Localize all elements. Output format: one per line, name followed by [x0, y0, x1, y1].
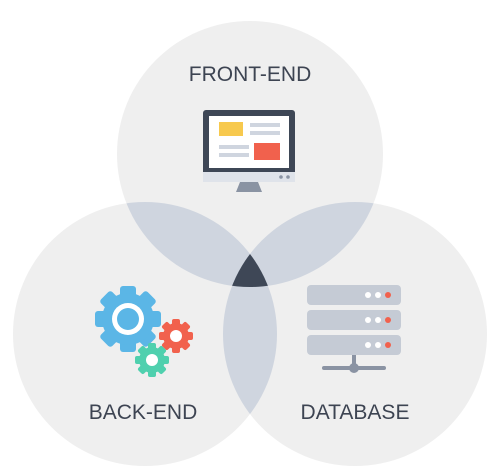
database-label: DATABASE [301, 401, 410, 424]
gears-icon [95, 286, 193, 377]
back-end-label: BACK-END [89, 401, 198, 424]
overlap-front-database [223, 202, 383, 287]
gear-blue [95, 286, 161, 352]
gear-green [135, 343, 169, 377]
server-icon [307, 285, 401, 373]
monitor-icon [203, 110, 295, 192]
overlap-front-back [117, 202, 277, 287]
front-end-label: FRONT-END [189, 63, 312, 86]
gear-red [159, 319, 193, 353]
